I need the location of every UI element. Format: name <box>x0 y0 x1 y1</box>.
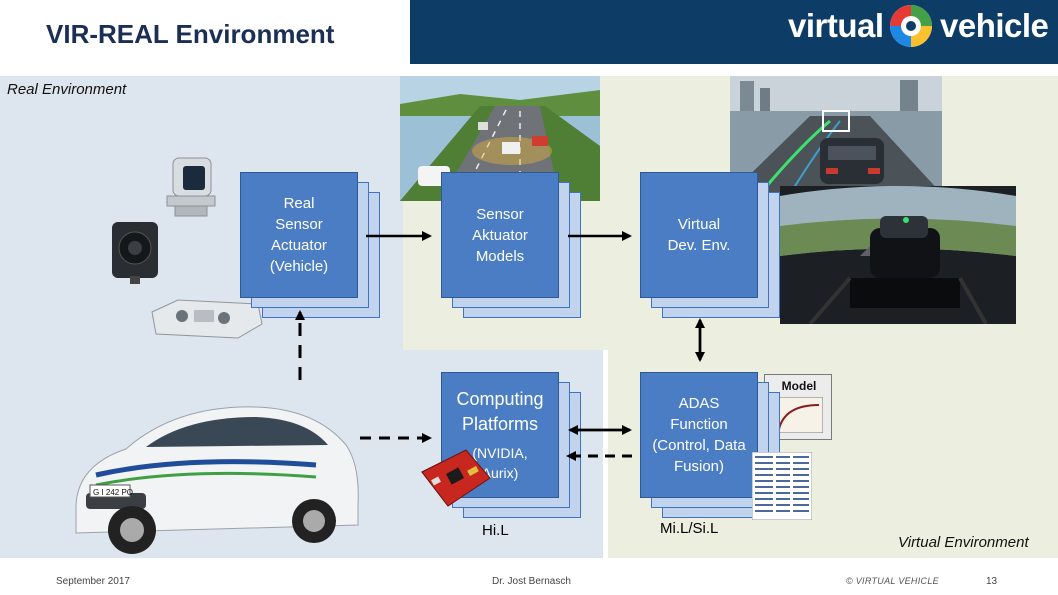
model-card-label: Model <box>781 379 817 393</box>
footer-author: Dr. Jost Bernasch <box>492 576 571 587</box>
data-table-overlay-image <box>752 452 812 520</box>
driving-simulator-image <box>780 186 1016 324</box>
footer-date: September 2017 <box>56 576 130 587</box>
mil-sil-caption: Mi.L/Si.L <box>660 520 719 537</box>
camera-module-image <box>151 299 263 339</box>
virtual-dev-env-block: Virtual Dev. Env. <box>640 172 780 318</box>
real-sensor-actuator-block: Real Sensor Actuator (Vehicle) <box>240 172 380 318</box>
virtual-dev-env-label: Virtual Dev. Env. <box>667 216 731 254</box>
virtual-environment-label: Virtual Environment <box>898 534 1029 551</box>
virtual-vehicle-logo-icon <box>890 5 932 47</box>
test-vehicle-image: G I 242 PO <box>75 406 359 554</box>
radar-sensor-image <box>112 222 158 284</box>
car-camera-view-image <box>730 76 942 194</box>
adas-function-block: ADAS Function (Control, Data Fusion) <box>640 372 780 518</box>
computing-board-overlay-image <box>421 449 491 507</box>
footer-page-number: 13 <box>986 576 998 587</box>
computing-platforms-label: Computing Platforms <box>456 389 544 434</box>
sensor-actuator-models-block: Sensor Aktuator Models <box>441 172 581 318</box>
lidar-sensor-image <box>166 157 216 217</box>
license-plate: G I 242 PO <box>93 488 133 497</box>
computing-platforms-examples: (NVIDIA, Aurix) <box>472 445 528 481</box>
sensor-actuator-models-label: Sensor Aktuator Models <box>472 205 528 265</box>
logo-word-virtual: virtual <box>788 7 884 44</box>
step-response-icon <box>775 397 823 433</box>
hil-caption: Hi.L <box>482 522 509 539</box>
footer-copyright: © VIRTUAL VEHICLE <box>846 576 939 586</box>
slide-title: VIR-REAL Environment <box>46 19 335 49</box>
real-sensor-actuator-label: Real Sensor Actuator (Vehicle) <box>269 195 329 275</box>
logo-word-vehicle: vehicle <box>940 7 1049 44</box>
adas-function-label: ADAS Function (Control, Data Fusion) <box>652 395 746 475</box>
real-environment-label: Real Environment <box>7 81 127 98</box>
header-title-area <box>0 0 410 64</box>
